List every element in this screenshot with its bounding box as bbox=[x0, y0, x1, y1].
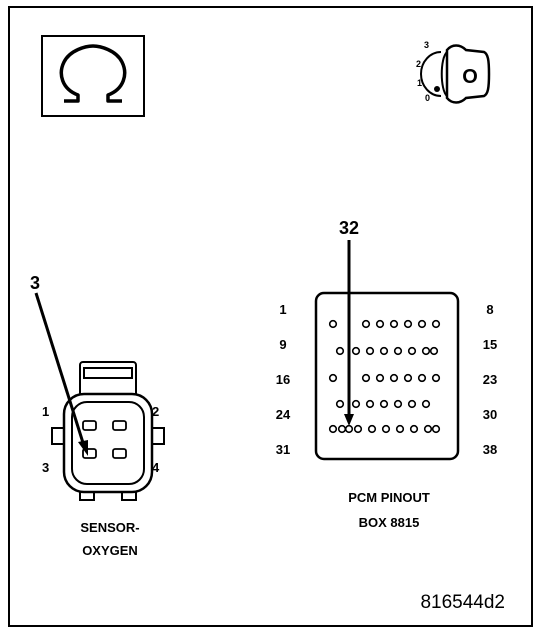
sensor-caption-line2: OXYGEN bbox=[82, 543, 138, 558]
pcm-pin-cavity bbox=[389, 319, 399, 329]
sensor-pin-label-2: 2 bbox=[152, 404, 159, 419]
pcm-pin-cavity bbox=[375, 319, 385, 329]
pcm-pin-cavity bbox=[328, 424, 338, 434]
sensor-pointer-label: 3 bbox=[30, 273, 40, 293]
sensor-pin-pointer bbox=[34, 292, 88, 456]
sensor-pin-label-3: 3 bbox=[42, 460, 49, 475]
pcm-row-label-left-3: 16 bbox=[276, 372, 290, 387]
pcm-pin-cavity bbox=[351, 346, 361, 356]
pcm-row-label-left-4: 24 bbox=[276, 407, 291, 422]
pcm-pin-cavity bbox=[328, 373, 338, 383]
pcm-row-label-right-5: 38 bbox=[483, 442, 497, 457]
pcm-caption-line2: BOX 8815 bbox=[359, 515, 420, 530]
sensor-pin-label-4: 4 bbox=[152, 460, 160, 475]
pcm-pin-cavity bbox=[423, 424, 433, 434]
oxygen-sensor-connector bbox=[51, 361, 165, 501]
pcm-pointer-label: 32 bbox=[339, 218, 359, 238]
pcm-caption-line1: PCM PINOUT bbox=[348, 490, 430, 505]
pcm-pin-cavity bbox=[393, 346, 403, 356]
pcm-pin-cavity bbox=[407, 399, 417, 409]
ignition-position-2: 2 bbox=[416, 59, 421, 69]
sensor-caption-line1: SENSOR- bbox=[80, 520, 139, 535]
pcm-pin-cavity bbox=[395, 424, 405, 434]
pcm-pin-cavity bbox=[367, 424, 377, 434]
sensor-pin-label-1: 1 bbox=[42, 404, 49, 419]
pcm-pin-cavity bbox=[353, 424, 363, 434]
pcm-pin-cavity bbox=[337, 424, 347, 434]
pcm-pin-cavity bbox=[365, 399, 375, 409]
pcm-pin-cavity bbox=[421, 346, 431, 356]
pcm-pin-cavity bbox=[361, 319, 371, 329]
pcm-pin-cavity bbox=[393, 399, 403, 409]
ohm-icon bbox=[41, 35, 145, 117]
pcm-pin-cavity bbox=[417, 319, 427, 329]
ignition-position-3: 3 bbox=[424, 40, 429, 50]
pcm-pin-cavity bbox=[407, 346, 417, 356]
pcm-pin-cavity bbox=[351, 399, 361, 409]
pcm-pin-cavity bbox=[379, 346, 389, 356]
pcm-pin-cavity bbox=[403, 373, 413, 383]
pcm-row-label-left-2: 9 bbox=[279, 337, 286, 352]
pcm-pin-cavity bbox=[431, 373, 441, 383]
pcm-pin-pointer bbox=[344, 240, 354, 426]
pcm-pin-cavity bbox=[379, 399, 389, 409]
pcm-pin-cavity bbox=[431, 319, 441, 329]
pcm-pin-cavity bbox=[403, 319, 413, 329]
figure-id: 816544d2 bbox=[420, 592, 505, 613]
pcm-pin-cavity bbox=[375, 373, 385, 383]
pcm-pin-cavity bbox=[335, 399, 345, 409]
pcm-pin-cavity bbox=[429, 346, 439, 356]
pcm-row-label-right-2: 15 bbox=[483, 337, 497, 352]
ignition-key-switch-icon: O 3 2 1 0 bbox=[416, 40, 491, 104]
pcm-row-label-right-3: 23 bbox=[483, 372, 497, 387]
pcm-pin-cavity bbox=[365, 346, 375, 356]
pcm-row-label-right-4: 30 bbox=[483, 407, 497, 422]
pcm-row-label-right-1: 8 bbox=[486, 302, 493, 317]
pcm-pin-cavity bbox=[431, 424, 441, 434]
pcm-pin-cavity bbox=[335, 346, 345, 356]
ignition-position-0: 0 bbox=[425, 93, 430, 103]
pcm-pin-cavity bbox=[409, 424, 419, 434]
pcm-pin-cavity bbox=[417, 373, 427, 383]
pcm-row-label-left-1: 1 bbox=[279, 302, 286, 317]
pcm-pin-cavity bbox=[344, 424, 354, 434]
pcm-pin-cavity bbox=[421, 399, 431, 409]
ignition-key-label: O bbox=[462, 66, 478, 88]
pcm-pin-cavity bbox=[361, 373, 371, 383]
pcm-pin-cavity bbox=[389, 373, 399, 383]
ignition-position-1: 1 bbox=[417, 78, 422, 88]
pcm-pin-cavity bbox=[328, 319, 338, 329]
pcm-row-label-left-5: 31 bbox=[276, 442, 290, 457]
pcm-pin-cavity bbox=[381, 424, 391, 434]
